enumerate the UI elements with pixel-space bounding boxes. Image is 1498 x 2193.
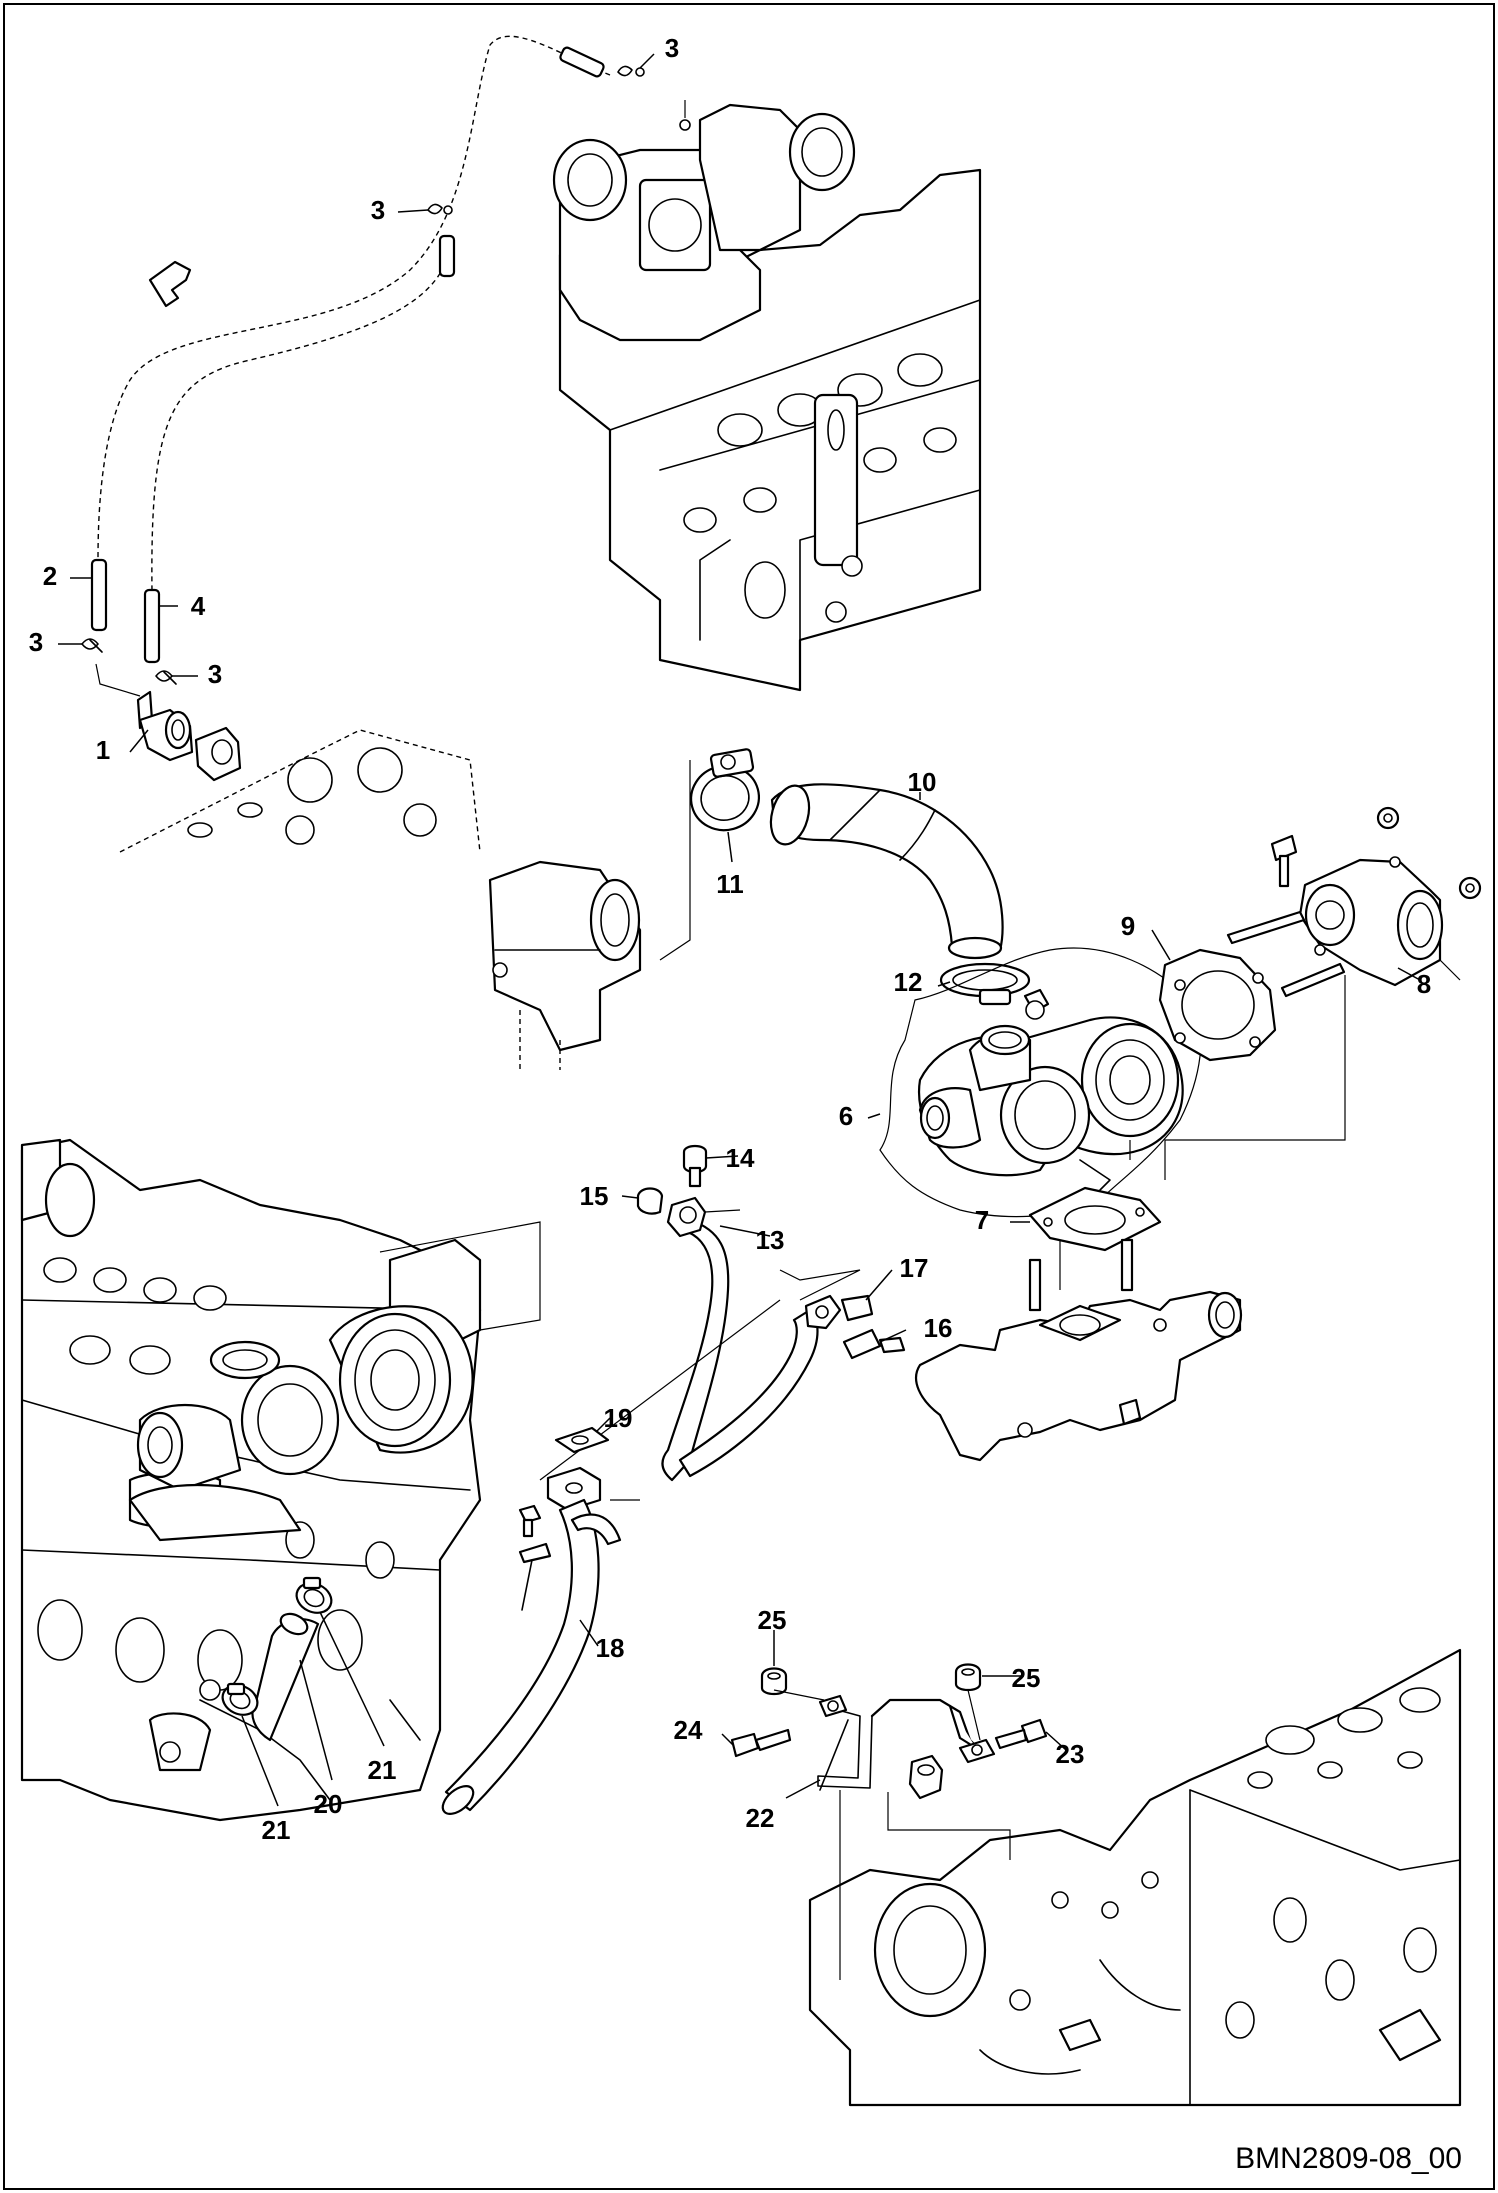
engine-block-left [20,1138,482,1822]
callout-c21a: 21 [368,1755,397,1785]
washer-line-right [967,1689,981,1741]
turbocharger-6 [879,947,1202,1218]
callout-c20: 20 [314,1789,343,1819]
turbo-on-block [128,1238,482,1542]
assembly-line-pipe-block [887,1792,1011,1860]
callout-c23: 23 [1056,1739,1085,1769]
sealing-washer-25-left [760,1667,788,1696]
callout-c11: 11 [716,869,744,899]
gasket-7 [1028,1186,1162,1252]
drawing-code: BMN2809-08_00 [1235,2142,1462,2175]
return-pipe-18 [441,1426,622,1815]
washer-line-left [773,1689,825,1701]
sealing-washer-25-right [954,1663,982,1692]
callout-c15: 15 [580,1181,609,1211]
drawing-frame [3,3,1495,2190]
engine-block-bottom [808,1648,1462,2107]
coolant-hose-20 [251,1612,320,1742]
callout-c9: 9 [1121,911,1135,941]
air-hose-10 [769,783,1004,960]
callout-c6: 6 [839,1101,853,1131]
wire-clip-3-right [155,670,177,685]
thermostat-housing [552,100,856,342]
v-band-clamp-12 [939,962,1050,1014]
spare-clip [148,260,192,308]
callout-c3b: 3 [371,195,385,225]
assembly-line-return-diag [539,1299,781,1481]
hose-clamp-21-lower [221,1682,259,1716]
leader-8-stub [1439,959,1461,981]
callout-c22: 22 [746,1803,775,1833]
banjo-bolt-23 [994,1718,1048,1750]
sender-lead [95,663,141,697]
callout-c3c: 3 [29,627,43,657]
assembly-line-hose-neck [659,760,691,961]
callout-c21b: 21 [262,1815,291,1845]
callout-c17: 17 [900,1253,929,1283]
leader-lines [58,53,1421,1807]
banjo-bolt-24 [730,1728,792,1758]
exhaust-manifold [915,1238,1243,1462]
hose-clamp-11 [690,748,760,832]
callout-c4: 4 [191,591,206,621]
hose-clamp-21-upper [295,1576,333,1614]
oil-feed-pipe-13 [636,1144,730,1482]
callout-c10: 10 [908,767,937,797]
wire-clip-3-left [81,638,103,653]
assembly-line-return-pipe [779,1269,861,1301]
leader-13-stub [704,1209,741,1213]
callout-c8: 8 [1417,969,1431,999]
block-fragment-left [119,729,481,853]
gasket-9 [1158,948,1277,1062]
thermostat-outlet-neck [488,860,642,1070]
callout-c16: 16 [924,1313,953,1343]
callout-c13: 13 [756,1225,785,1255]
callout-c24: 24 [674,1715,703,1745]
coolant-pipe-22 [817,1694,996,1800]
callout-c18: 18 [596,1633,625,1663]
callout-c2: 2 [43,561,57,591]
wire-clip-3-mid [427,203,453,215]
exhaust-elbow-8 [1226,806,1482,998]
callout-c3a: 3 [665,33,679,63]
oil-return-pipe [678,1294,906,1478]
callout-c14: 14 [726,1143,755,1173]
callout-c19: 19 [604,1403,633,1433]
callout-c25a: 25 [758,1605,787,1635]
callout-c1: 1 [96,735,110,765]
callout-c25b: 25 [1012,1663,1041,1693]
temperature-sender [136,690,242,782]
callout-c3d: 3 [208,659,222,689]
callout-c12: 12 [894,967,923,997]
sender-wires [90,35,611,664]
callout-c7: 7 [975,1205,989,1235]
assembly-line-block-turbo [379,1221,541,1331]
